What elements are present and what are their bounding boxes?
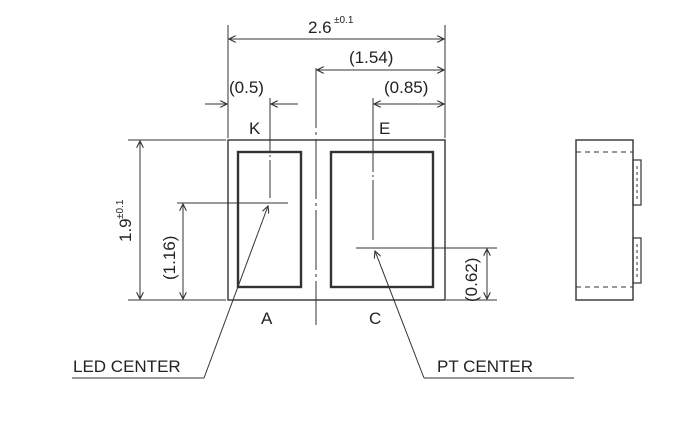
dim-pt-center-y — [446, 249, 497, 301]
package-top-view — [227, 68, 446, 325]
overall-height-tolerance: ±0.1 — [115, 199, 126, 219]
overall-height-value: 1.9 — [116, 218, 135, 242]
overall-width-tolerance: ±0.1 — [334, 15, 354, 26]
package-outline — [227, 139, 446, 301]
led-center-mark — [177, 112, 288, 204]
dim-k-pad — [205, 98, 298, 112]
dim-overall-width — [227, 25, 446, 138]
pt-center-leader — [375, 251, 574, 379]
led-center-leader — [72, 206, 268, 379]
pin-c-label: C — [369, 309, 381, 328]
dim-overall-height — [128, 139, 226, 301]
side-terminal-top — [632, 159, 642, 206]
pt-center-label: PT CENTER — [437, 357, 533, 376]
led-center-label: LED CENTER — [73, 357, 181, 376]
pin-k-label: K — [249, 119, 261, 138]
pt-offset-value: (1.54) — [349, 48, 393, 67]
pt-window — [329, 150, 435, 289]
k-pad-value: (0.5) — [229, 78, 264, 97]
side-body — [575, 139, 634, 301]
overall-width-value: 2.6 — [308, 18, 332, 37]
dim-e-offset — [372, 98, 444, 112]
led-center-y-value: (1.16) — [160, 236, 179, 280]
e-offset-value: (0.85) — [384, 78, 428, 97]
package-side-view — [575, 139, 642, 301]
pt-center-y-value: (0.62) — [462, 258, 481, 302]
pt-center-mark — [356, 112, 497, 249]
pin-e-label: E — [379, 119, 390, 138]
side-terminal-bottom — [632, 237, 642, 284]
pin-a-label: A — [261, 309, 273, 328]
